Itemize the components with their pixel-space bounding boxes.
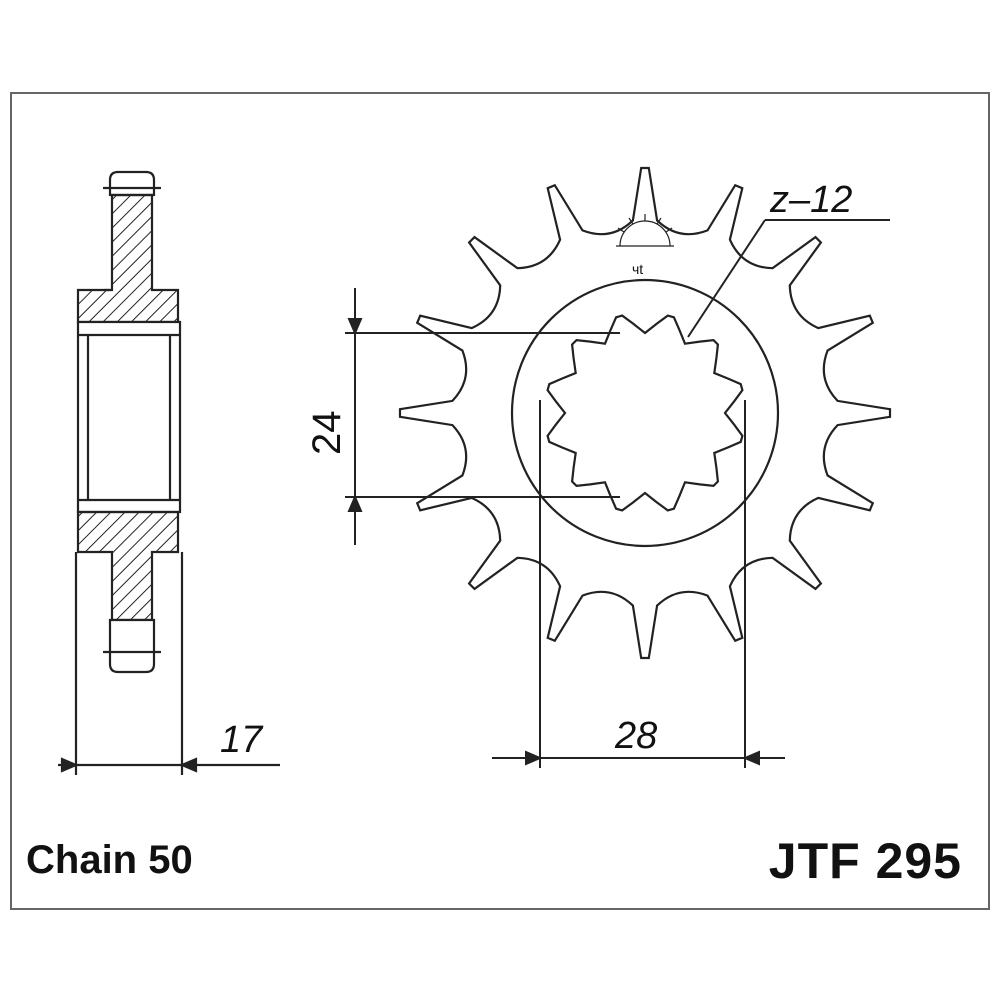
chain-size-label: Chain 50 (26, 838, 193, 882)
sun-logo-icon (616, 214, 674, 247)
spline-teeth-label: z–12 (769, 179, 852, 221)
sprocket-width-label: 17 (220, 719, 264, 761)
hub-circle (510, 278, 780, 548)
sprocket-side-view (58, 170, 280, 775)
spline-bore-profile (546, 314, 744, 512)
spline-dimension (492, 400, 785, 768)
hub-mark-text: чt (632, 261, 643, 277)
spline-width-label: 28 (614, 715, 657, 757)
teeth-count-leader (687, 219, 890, 338)
bore-dimension (345, 288, 620, 545)
bore-dimension-label: 24 (305, 411, 349, 456)
sprocket-front-view (398, 166, 892, 660)
part-number-label: JTF 295 (768, 833, 962, 889)
